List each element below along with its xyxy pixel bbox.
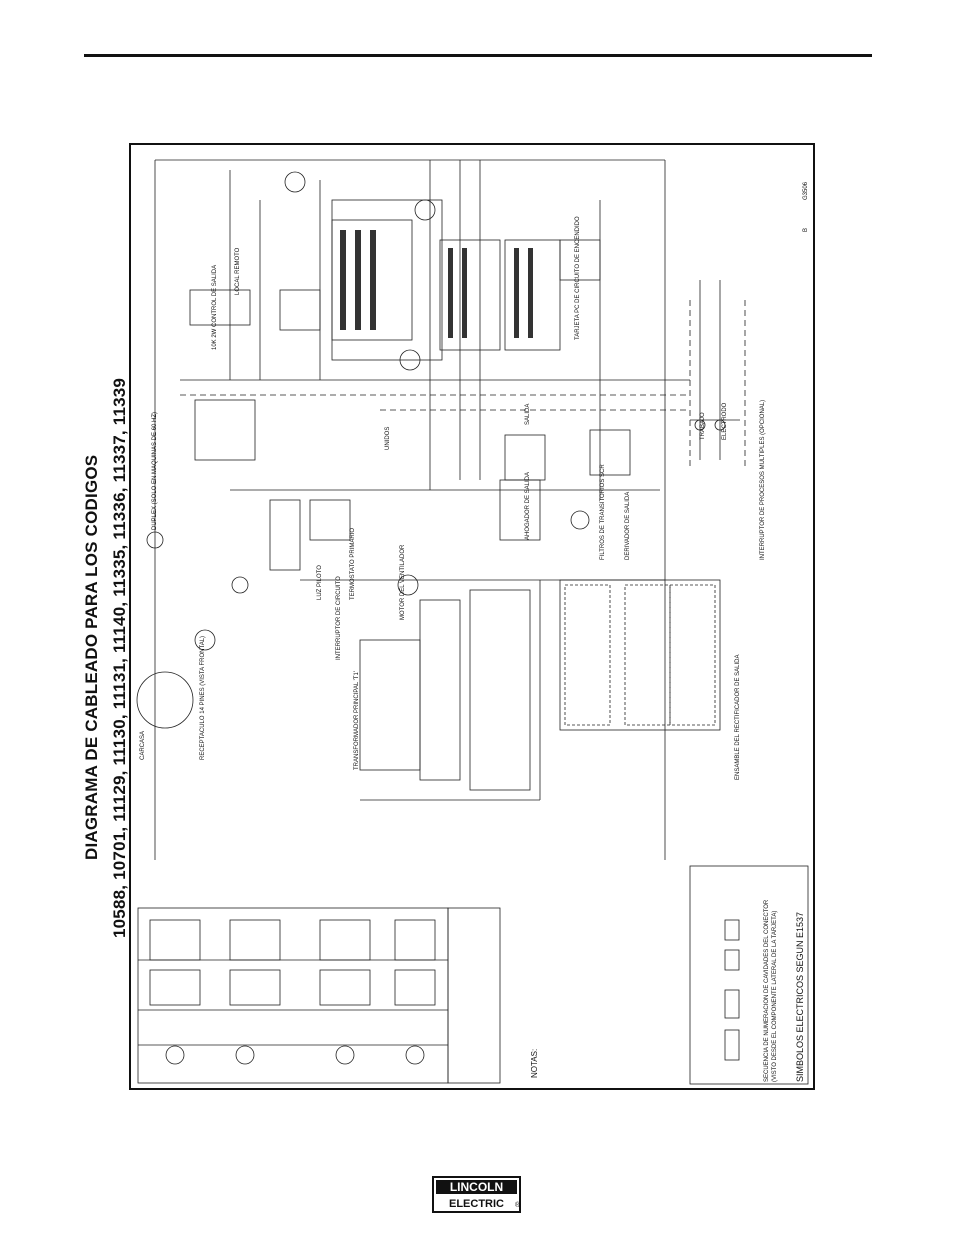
label-trabajo: TRABAJO	[700, 412, 706, 440]
diagram-frame	[129, 143, 815, 1090]
label-motor: MOTOR DEL VENTILADOR	[400, 544, 406, 620]
notes-title: NOTAS:	[530, 1048, 539, 1078]
label-local-remoto: LOCAL REMOTO	[235, 247, 241, 295]
revision-letter: B	[803, 227, 809, 232]
label-tarjeta-pc: TARJETA PC DE CIRCUITO DE ENCENDIDO	[575, 216, 581, 340]
label-interruptor-procesos: INTERRUPTOR DE PROCESOS MULTIPLES (OPCIO…	[760, 399, 766, 560]
label-termostato: TERMOSTATO PRIMARIO	[350, 527, 356, 600]
connector-note-2: (VISTO DESDE EL COMPONENTE LATERAL DE LA…	[772, 910, 778, 1082]
top-rule	[84, 54, 872, 57]
logo-top-text: LINCOLN	[450, 1180, 503, 1194]
label-unidos: UNIDOS	[385, 426, 391, 450]
lincoln-electric-logo: LINCOLN ELECTRIC ®	[432, 1176, 521, 1213]
logo-bottom-text: ELECTRIC	[449, 1198, 504, 1210]
label-filtros: FILTROS DE TRANSITORIOS SCR	[600, 464, 606, 560]
label-salida: SALIDA	[525, 403, 531, 425]
label-ahogador: AHOGADOR DE SALIDA	[525, 471, 531, 540]
label-duplex: DUPLEX (SOLO EN MAQUINAS DE 60 HZ)	[152, 411, 158, 530]
label-luz-piloto: LUZ PILOTO	[317, 565, 323, 600]
symbols-note: SIMBOLOS ELECTRICOS SEGUN E1537	[795, 911, 805, 1082]
label-interruptor-circuito: INTERRUPTOR DE CIRCUITO	[336, 576, 342, 660]
label-electrodo: ELECTRODO	[722, 402, 728, 440]
doc-code: G3506	[803, 181, 809, 200]
label-carcasa: CARCASA	[140, 730, 146, 760]
logo-registered-mark: ®	[515, 1201, 521, 1209]
label-transformador: TRANSFORMADOR PRINCIPAL 'T1'	[354, 671, 360, 770]
label-ensamble: ENSAMBLE DEL RECTIFICADOR DE SALIDA	[735, 654, 741, 780]
label-derivador: DERIVADOR DE SALIDA	[625, 491, 631, 560]
label-receptaculo: RECEPTACULO 14 PINES (VISTA FRONTAL)	[200, 635, 206, 760]
label-control-salida: 10K 2W CONTROL DE SALIDA	[212, 264, 218, 350]
connector-note-1: SECUENCIA DE NUMERACION DE CAVIDADES DEL…	[764, 899, 770, 1082]
